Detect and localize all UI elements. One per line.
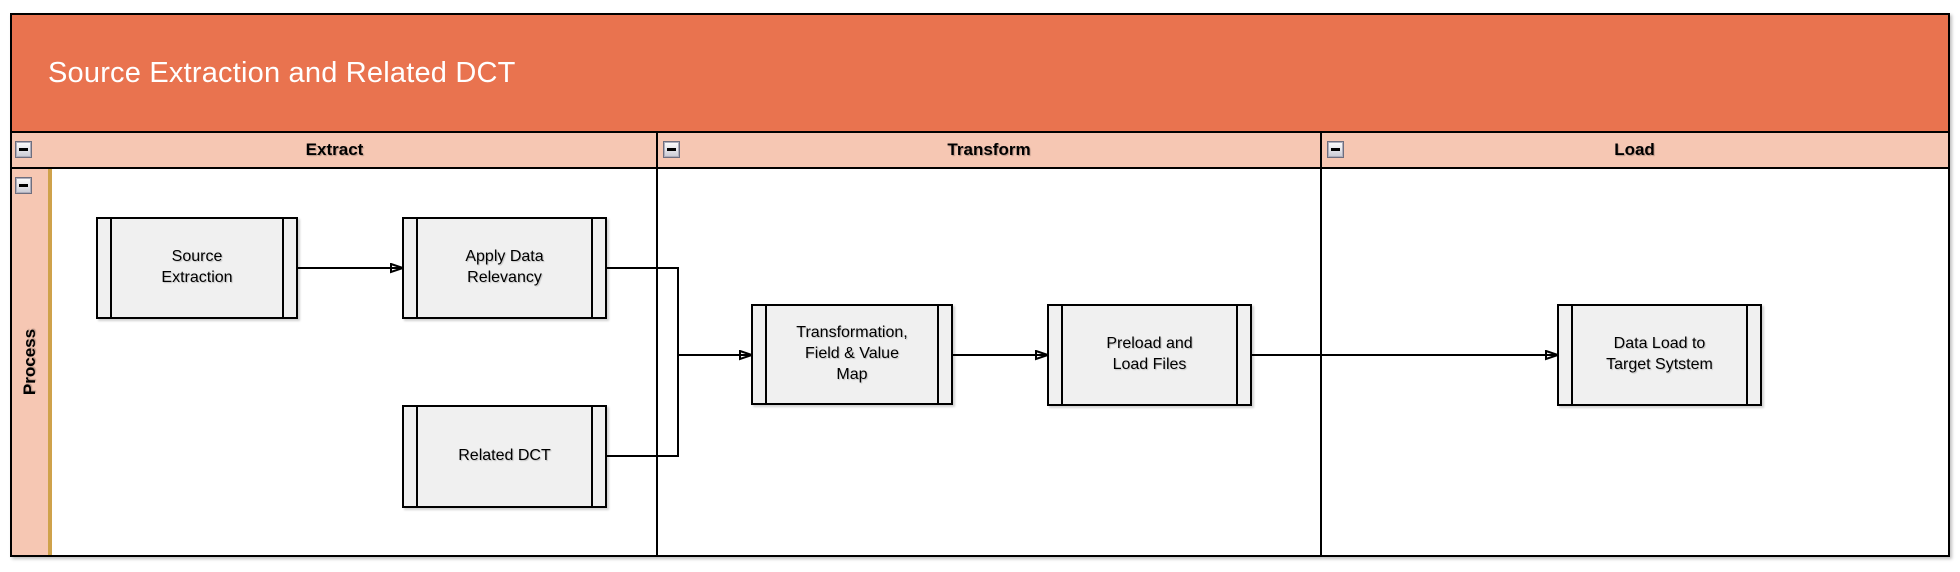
edge-apply-to-junction — [607, 267, 679, 355]
node-data-load-to-target-system[interactable]: Data Load to Target Sytstem — [1557, 304, 1762, 406]
collapse-minus-icon[interactable] — [15, 177, 32, 194]
node-apply-data-relevancy[interactable]: Apply Data Relevancy — [402, 217, 607, 319]
lane-label-transform: Transform — [947, 140, 1031, 159]
node-transformation-field-value-map[interactable]: Transformation, Field & Value Map — [751, 304, 953, 405]
process-row-label: Process — [20, 328, 40, 396]
node-label: Related DCT — [458, 447, 551, 465]
swimlane-pool[interactable]: Source Extraction and Related DCT Extrac… — [10, 13, 1950, 557]
process-row-header[interactable]: Process — [12, 169, 48, 555]
pool-title-bar[interactable]: Source Extraction and Related DCT — [12, 15, 1948, 133]
lane-label-extract: Extract — [305, 140, 364, 159]
collapse-minus-icon[interactable] — [663, 141, 680, 158]
minus-icon — [667, 148, 676, 151]
minus-icon — [19, 184, 28, 187]
minus-icon — [1331, 148, 1340, 151]
lane-header-row: Extract Transform Load — [12, 133, 1948, 169]
node-label: Transformation, Field & Value Map — [796, 324, 908, 383]
lane-header-load[interactable]: Load — [1321, 133, 1948, 167]
lane-separator — [656, 133, 658, 555]
edge-relateddct-to-junction — [607, 355, 679, 457]
node-related-dct[interactable]: Related DCT — [402, 405, 607, 508]
node-label: Apply Data Relevancy — [465, 248, 544, 286]
pool-title: Source Extraction and Related DCT — [48, 56, 516, 89]
node-preload-and-load-files[interactable]: Preload and Load Files — [1047, 304, 1252, 406]
lane-separator — [1320, 133, 1322, 555]
node-source-extraction[interactable]: Source Extraction — [96, 217, 298, 319]
minus-icon — [19, 148, 28, 151]
lane-label-load: Load — [1614, 140, 1655, 159]
node-label: Data Load to Target Sytstem — [1606, 335, 1713, 373]
lane-header-transform[interactable]: Transform — [657, 133, 1321, 167]
node-label: Source Extraction — [161, 248, 233, 286]
process-row-accent-line — [48, 169, 52, 555]
collapse-minus-icon[interactable] — [1327, 141, 1344, 158]
collapse-minus-icon[interactable] — [15, 141, 32, 158]
lane-header-extract[interactable]: Extract — [12, 133, 657, 167]
node-label: Preload and Load Files — [1106, 335, 1193, 373]
